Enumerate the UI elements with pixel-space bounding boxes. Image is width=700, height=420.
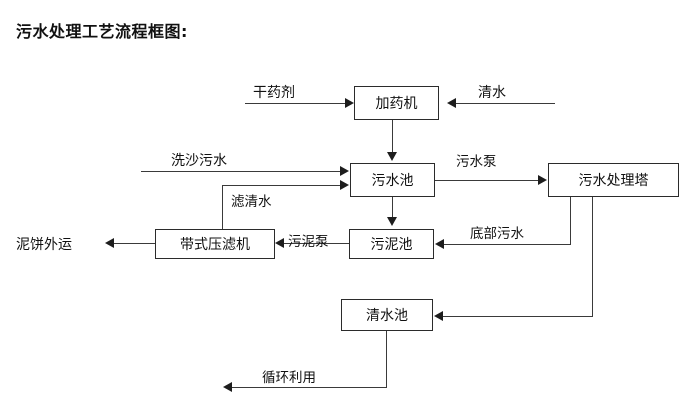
edge-label-recycling: 循环利用 [262, 370, 316, 386]
arrowhead-filtered-water [340, 180, 349, 190]
edge-bottom-sewage-to-sludge-pool [444, 244, 571, 245]
edge-press-to-mud-cake [114, 243, 155, 244]
edge-sewage-pool-to-tower [435, 180, 539, 181]
edge-sludge-pool-to-press [284, 243, 349, 244]
arrowhead-bottom-sewage [435, 239, 444, 249]
edge-sewage-pool-to-sludge-pool [392, 197, 393, 218]
edge-label-filtered-clear-water: 滤清水 [231, 194, 272, 210]
edge-dry-reagent-to-dosing [245, 103, 346, 104]
edge-label-sludge-pump: 污泥泵 [288, 234, 329, 250]
node-treatment-tower[interactable]: 污水处理塔 [548, 163, 679, 197]
edge-clean-water-downriser [386, 331, 387, 388]
page-title: 污水处理工艺流程框图: [16, 22, 188, 41]
edge-filtered-water-to-sewage-pool [222, 185, 341, 186]
edge-tower-to-clean-water-riser [592, 197, 593, 317]
arrowhead-recycling [223, 382, 232, 392]
arrowhead-tower-to-clean-water [434, 311, 443, 321]
edge-tower-to-clean-water-pool [443, 316, 593, 317]
edge-clean-water-to-dosing [456, 103, 555, 104]
arrowhead-clean-water [447, 98, 456, 108]
arrowhead-sewage-to-sludge [387, 217, 397, 226]
terminal-sand-wash-sewage: 洗沙污水 [171, 153, 227, 169]
node-sewage-pool[interactable]: 污水池 [350, 163, 435, 197]
arrowhead-sewage-pump [538, 175, 547, 185]
edge-filtered-water-riser [222, 185, 223, 229]
edge-sand-wash-to-sewage-pool [141, 171, 341, 172]
node-sludge-pool[interactable]: 污泥池 [349, 229, 434, 259]
terminal-mud-cake-out: 泥饼外运 [16, 237, 72, 253]
terminal-clean-water-in: 清水 [478, 85, 506, 101]
arrowhead-sludge-pump [275, 238, 284, 248]
edge-label-bottom-sewage: 底部污水 [470, 226, 524, 242]
node-clean-water-pool[interactable]: 清水池 [341, 299, 433, 331]
edge-bottom-sewage-riser [570, 197, 571, 245]
edge-label-sewage-pump: 污水泵 [456, 154, 497, 170]
arrowhead-dosing-to-sewage-pool [387, 152, 397, 161]
arrowhead-dry-reagent [345, 98, 354, 108]
edge-recycling-out [232, 387, 387, 388]
node-belt-filter-press[interactable]: 带式压滤机 [155, 229, 275, 259]
arrowhead-sand-wash [340, 166, 349, 176]
arrowhead-mud-cake [105, 238, 114, 248]
node-dosing-machine[interactable]: 加药机 [354, 86, 439, 120]
edge-dosing-to-sewage-pool [392, 120, 393, 153]
terminal-dry-reagent: 干药剂 [253, 85, 295, 101]
